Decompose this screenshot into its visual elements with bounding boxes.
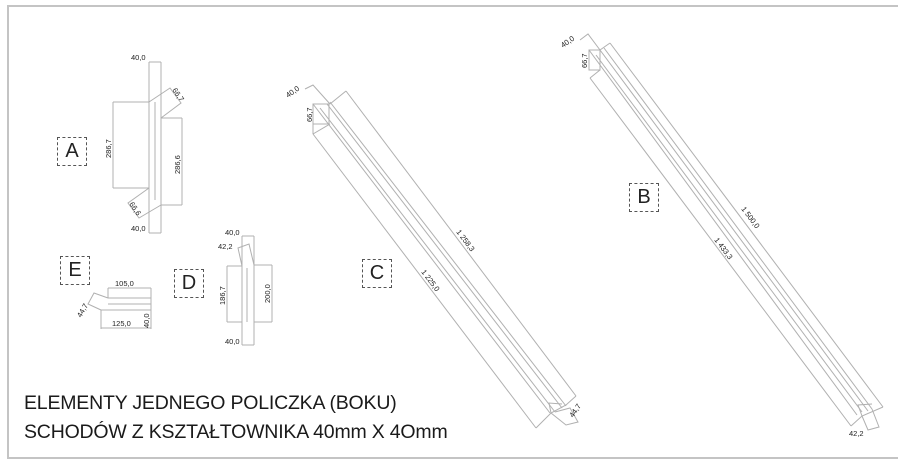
dim-c-end-cut-top: 66,7 [305,107,314,122]
dim-d-left-length: 186,7 [218,286,227,305]
dim-b-outer-length: 1 500,0 [739,205,761,230]
part-d-drawing [226,235,273,346]
dim-a-top-cut: 66,7 [170,86,186,103]
dim-b-width: 40,0 [559,34,576,50]
drawing-frame [7,5,898,459]
dim-d-top-width: 40,0 [225,228,240,237]
dim-e-bottom-length: 125,0 [112,319,131,328]
dim-c-width: 40,0 [284,84,301,100]
part-label-e: E [60,256,90,285]
part-e-drawing [87,287,152,329]
drawing-title-line-1: ELEMENTY JEDNEGO POLICZKA (BOKU) [24,392,397,414]
dim-e-top-length: 105,0 [115,279,134,288]
drawing-title-line-2: SCHODÓW Z KSZTAŁTOWNIKA 40mm X 4Omm [24,421,448,443]
dim-c-end-cut-bottom: 44,7 [567,402,583,419]
dim-a-right-length: 286,6 [173,155,182,174]
dim-d-top-cut: 42,2 [218,242,233,251]
part-label-d: D [174,269,204,298]
part-label-a: A [57,137,87,166]
dim-a-left-length: 286,7 [104,139,113,158]
dim-d-right-length: 200,0 [263,284,272,303]
dim-a-bottom-cut: 66,6 [127,200,143,217]
part-a-drawing [112,61,183,234]
part-label-c: C [362,259,392,288]
dim-d-bottom-width: 40,0 [225,337,240,346]
part-c-drawing [304,84,579,429]
dim-a-top-width: 40,0 [131,53,146,62]
part-label-b: B [629,183,659,212]
dim-b-inner-length: 1 433,3 [712,236,734,261]
dim-b-end-cut-top: 66,7 [580,53,589,68]
dim-b-end-cut-bottom: 42,2 [849,429,864,438]
dim-a-bottom-width: 40,0 [131,224,146,233]
part-b-drawing [579,33,884,431]
dim-e-height: 40,0 [142,313,151,328]
